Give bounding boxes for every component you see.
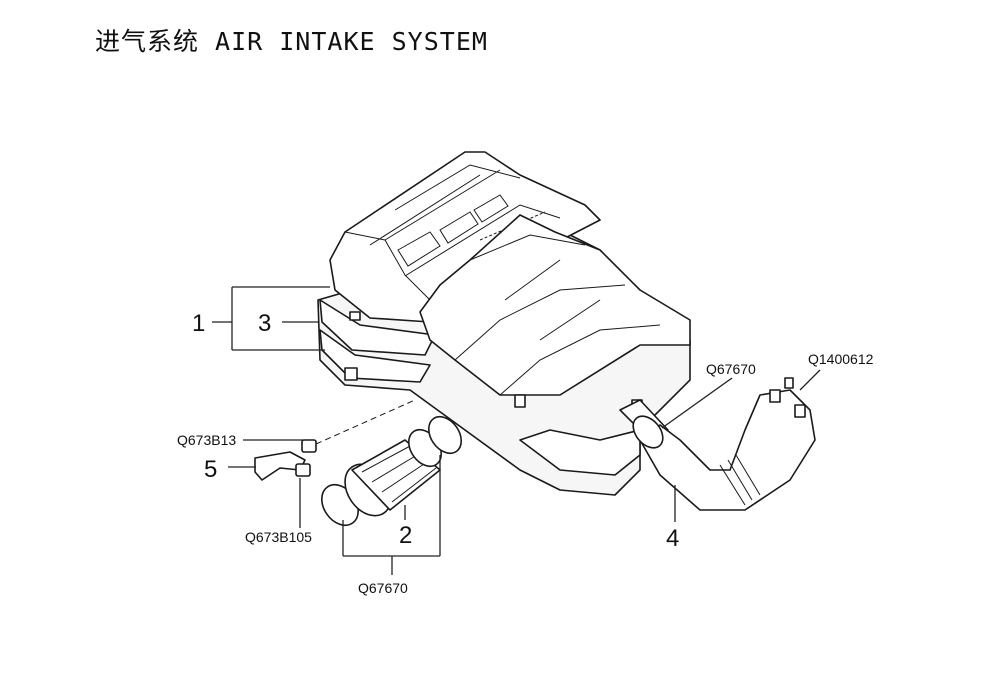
- outlet-duct: [632, 377, 816, 511]
- callout-4: 4: [666, 525, 679, 552]
- callout-3: 3: [258, 310, 271, 337]
- part-code-q673b105: Q673B105: [245, 529, 312, 545]
- callout-5: 5: [204, 456, 217, 483]
- part-code-q673b13: Q673B13: [177, 432, 236, 448]
- leader-lines: [212, 286, 821, 575]
- breather-hose: [254, 399, 416, 481]
- page-title: 进气系统 AIR INTAKE SYSTEM: [95, 27, 488, 56]
- callout-2: 2: [399, 522, 412, 549]
- part-code-q1400612: Q1400612: [808, 351, 874, 367]
- callout-1: 1: [192, 310, 205, 337]
- air-filter-housing: [317, 151, 691, 496]
- part-code-q67670-bottom: Q67670: [358, 580, 408, 596]
- intake-hose: [321, 415, 463, 527]
- part-code-q67670-top: Q67670: [706, 361, 756, 377]
